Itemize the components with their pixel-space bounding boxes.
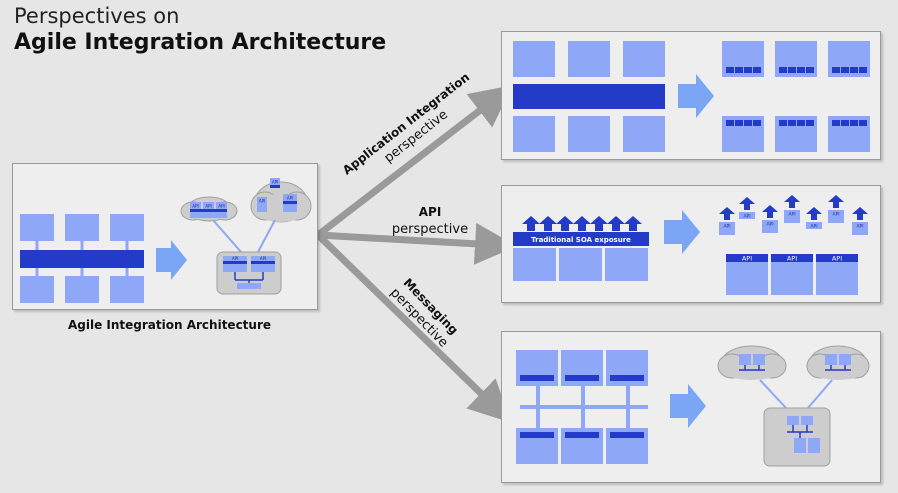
title-line-1: Perspectives on — [14, 4, 180, 28]
soa-exposure-bar — [513, 232, 649, 246]
agile-transform-arrow — [156, 240, 187, 280]
soa-exposure-label: Traditional SOA exposure — [531, 236, 631, 244]
agile-architecture-caption: Agile Integration Architecture — [68, 318, 272, 332]
messaging-cloud-connectors — [759, 379, 833, 409]
app-box — [513, 41, 555, 77]
cloud-api-tag: API — [192, 204, 198, 209]
soa-up-arrows — [522, 216, 642, 231]
app-box — [623, 116, 665, 152]
cloud-right: API API API — [250, 178, 312, 223]
api-tag-label: API — [743, 214, 750, 220]
app-transform-arrow — [678, 74, 714, 118]
messaging-diagram — [516, 345, 870, 467]
app-bus-bar — [513, 84, 665, 109]
agile-architecture-panel: API API API API API API — [12, 163, 318, 310]
cloud-api-tag: API — [287, 196, 293, 201]
app-integration-panel — [501, 31, 881, 160]
agile-architecture-diagram: API API API API API API — [20, 178, 312, 303]
messaging-panel — [501, 331, 881, 483]
messaging-cloud-left — [717, 345, 787, 380]
agile-box — [110, 276, 144, 303]
agile-box — [20, 276, 54, 303]
app-box — [513, 116, 555, 152]
app-microservices — [722, 41, 870, 152]
agile-box — [20, 214, 54, 241]
api-tags: API API API API — [719, 195, 868, 235]
agile-bus-bar — [20, 250, 144, 268]
api-transform-arrow — [664, 210, 700, 254]
api-tag-label: API — [723, 224, 730, 230]
api-panel: Traditional SOA exposure API API API — [501, 185, 881, 303]
app-box — [623, 41, 665, 77]
soa-box — [559, 248, 602, 281]
cloud-api-tag: API — [259, 199, 265, 204]
api-column-label: API — [832, 255, 842, 263]
api-column-label: API — [742, 255, 752, 263]
agile-box — [65, 214, 99, 241]
api-columns: API API API — [726, 254, 858, 295]
soa-box — [605, 248, 648, 281]
perspective-name-app-integration: Application Integration — [340, 70, 472, 178]
api-column-label: API — [787, 255, 797, 263]
api-diagram: Traditional SOA exposure API API API — [513, 195, 868, 295]
connector-app-integration — [315, 85, 513, 238]
cluster-api-tag: API — [232, 256, 238, 261]
messaging-grid-lines — [520, 382, 648, 432]
app-box — [568, 41, 610, 77]
connector-api — [317, 222, 517, 265]
cloud-api-tag: API — [218, 204, 224, 209]
soa-box — [513, 248, 556, 281]
app-box — [568, 116, 610, 152]
connector-messaging — [315, 232, 512, 423]
app-integration-diagram — [513, 41, 870, 152]
cloud-left: API API API — [180, 196, 238, 222]
api-tag-label: API — [856, 224, 863, 230]
messaging-cloud-right — [806, 345, 870, 380]
cloud-api-tag: API — [205, 204, 211, 209]
title-line-2: Agile Integration Architecture — [14, 30, 387, 55]
cluster-api-tag: API — [260, 256, 266, 261]
perspective-name-api: API — [419, 205, 442, 219]
cloud-api-tag: API — [272, 180, 278, 185]
api-tag-label: API — [810, 224, 817, 230]
api-tag-label: API — [788, 212, 795, 218]
cloud-connectors — [212, 219, 276, 253]
api-tag-label: API — [832, 212, 839, 218]
api-tag-label: API — [766, 222, 773, 228]
agile-box — [65, 276, 99, 303]
messaging-transform-arrow — [670, 384, 706, 428]
perspective-sub-api: perspective — [392, 222, 468, 237]
agile-box — [110, 214, 144, 241]
